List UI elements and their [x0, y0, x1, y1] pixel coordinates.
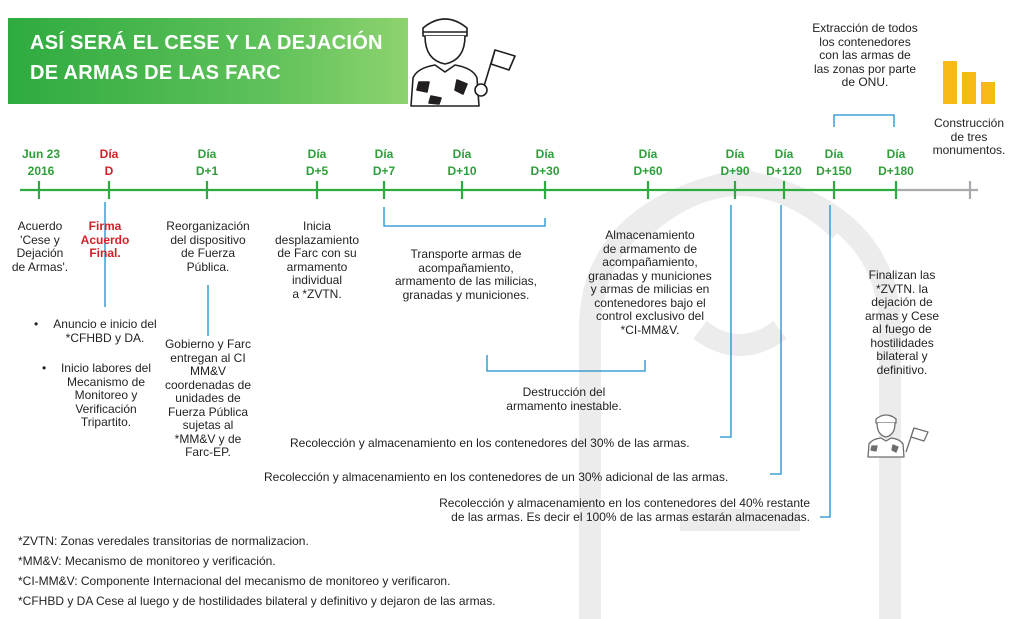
footnote-ci-mmv: *CI-MM&V: Componente Internacional del m… [18, 574, 451, 588]
footnote-mmv: *MM&V: Mecanismo de monitoreo y verifica… [18, 554, 276, 568]
bracket-destruccion [486, 355, 646, 372]
event-anuncio: • Anuncio e inicio del*CFHBD y DA. [34, 317, 157, 345]
title-banner: ASÍ SERÁ EL CESE Y LA DEJACIÓN DE ARMAS … [8, 18, 408, 104]
bracket-extraccion [833, 114, 895, 127]
bracket-recoleccion-30-adicional [770, 205, 782, 475]
footnote-cfhbd: *CFHBD y DA Cese al luego y de hostilida… [18, 594, 496, 608]
title-line-1: ASÍ SERÁ EL CESE Y LA DEJACIÓN [30, 32, 383, 54]
event-recoleccion-40: Recolección y almacenamiento en los cont… [439, 496, 810, 524]
event-recoleccion-30-adicional: Recolección y almacenamiento en los cont… [264, 470, 729, 484]
soldier-with-flag-icon [410, 18, 516, 107]
bracket-transporte [383, 207, 546, 227]
small-soldier-with-flag-icon [867, 414, 929, 458]
footnote-zvtn: *ZVTN: Zonas veredales transitorias de n… [18, 534, 309, 548]
event-recoleccion-30: Recolección y almacenamiento en los cont… [290, 436, 690, 450]
bullet-dot: • [42, 361, 47, 375]
title-line-2: DE ARMAS DE LAS FARC [30, 62, 281, 84]
bracket-recoleccion-30 [720, 205, 732, 438]
bullet-dot: • [34, 317, 39, 331]
bracket-recoleccion-40 [820, 205, 831, 518]
monuments-bar-icon [943, 61, 995, 104]
